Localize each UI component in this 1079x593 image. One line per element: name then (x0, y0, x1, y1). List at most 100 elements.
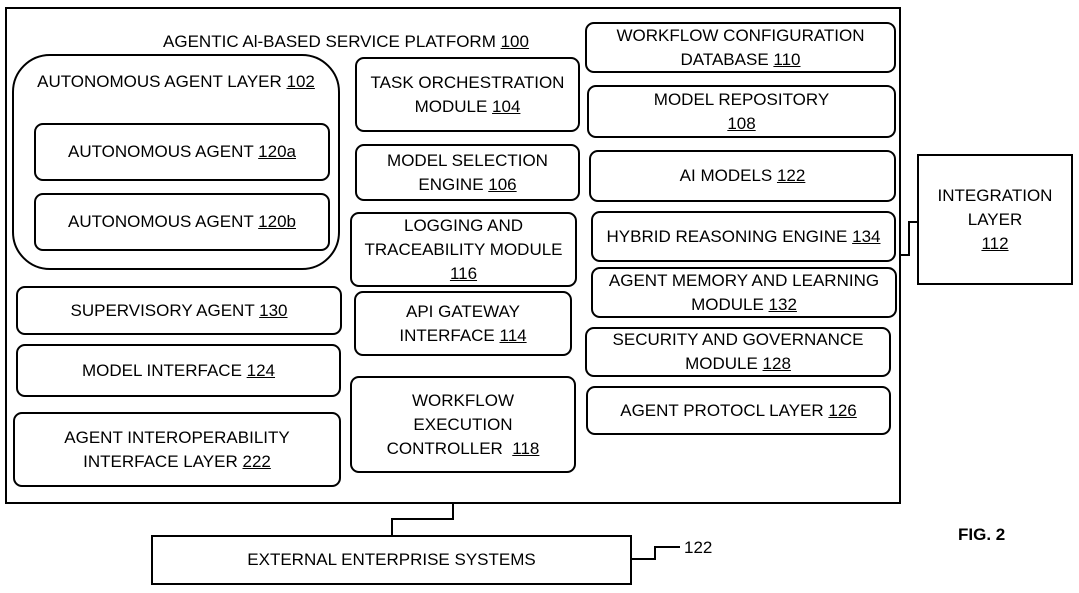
label-line: API GATEWAY (406, 300, 520, 324)
reference-numeral: 134 (852, 226, 881, 246)
label-line: 116 (450, 262, 477, 286)
label-text: EXTERNAL ENTERPRISE SYSTEMS (247, 550, 536, 569)
label-line: MODEL SELECTION (387, 149, 548, 173)
ai-models: AI MODELS 122 (589, 150, 896, 202)
label-text: API GATEWAY (406, 301, 520, 321)
reference-numeral: 126 (828, 400, 857, 420)
reference-numeral: 132 (768, 294, 797, 314)
label-line: ENGINE 106 (418, 173, 516, 197)
reference-numeral: 122 (776, 166, 806, 185)
reference-numeral: 112 (981, 233, 1009, 253)
label-text: AUTONOMOUS AGENT LAYER (37, 72, 287, 91)
model-repository: MODEL REPOSITORY 108 (587, 85, 896, 138)
label-text: INTERFACE LAYER (83, 451, 243, 471)
model-interface: MODEL INTERFACE 124 (16, 344, 341, 397)
label-line: MODEL REPOSITORY (654, 88, 829, 112)
label-text: ENGINE (418, 174, 489, 194)
logging-traceability-module: LOGGING AND TRACEABILITY MODULE 116 (350, 212, 577, 287)
label-line: AGENT PROTOCL LAYER 126 (620, 399, 857, 423)
label-line: 112 (981, 232, 1008, 256)
label-line: INTERFACE LAYER 222 (83, 450, 271, 474)
label-text: AGENTIC Al-BASED SERVICE PLATFORM (163, 32, 501, 51)
reference-numeral: 106 (488, 174, 517, 194)
reference-numeral: 114 (499, 325, 527, 345)
label-line: TASK ORCHESTRATION (371, 71, 565, 95)
integration-layer: INTEGRATION LAYER 112 (917, 154, 1073, 285)
security-governance-module: SECURITY AND GOVERNANCE MODULE 128 (585, 327, 891, 377)
platform-title: AGENTIC Al-BASED SERVICE PLATFORM 100 (107, 29, 585, 54)
external-systems-connector (391, 504, 454, 535)
label-text: INTEGRATION (937, 185, 1053, 205)
label-line: WORKFLOW CONFIGURATION (616, 24, 864, 48)
label-line: SECURITY AND GOVERNANCE (613, 328, 864, 352)
reference-numeral: 116 (449, 263, 478, 283)
integration-connector (901, 221, 917, 256)
label-text: SUPERVISORY AGENT (70, 300, 260, 320)
agent-protocol-layer: AGENT PROTOCL LAYER 126 (586, 386, 891, 435)
autonomous-agent-120a: AUTONOMOUS AGENT 120a (34, 123, 330, 181)
autonomous-agent-120b: AUTONOMOUS AGENT 120b (34, 193, 330, 251)
label-text: DATABASE (680, 49, 774, 69)
supervisory-agent: SUPERVISORY AGENT 130 (16, 286, 342, 335)
label-line: AGENT INTEROPERABILITY (64, 426, 289, 450)
reference-numeral: 118 (512, 438, 540, 458)
label-text: AGENT INTEROPERABILITY (64, 427, 290, 447)
hybrid-reasoning-engine: HYBRID REASONING ENGINE 134 (591, 211, 896, 262)
api-gateway-interface: API GATEWAY INTERFACE 114 (354, 291, 572, 356)
label-text: MODEL REPOSITORY (653, 89, 830, 109)
label-line: LAYER (968, 208, 1023, 232)
label-line: AI MODELS 122 (680, 164, 806, 188)
reference-numeral: 130 (259, 300, 288, 320)
reference-numeral: 102 (286, 72, 315, 91)
label-text: AUTONOMOUS AGENT (67, 142, 259, 161)
label-text: MODEL SELECTION (387, 150, 548, 170)
label-line: WORKFLOW (412, 389, 514, 413)
figure-label: FIG. 2 (958, 525, 1006, 544)
label-text: HYBRID REASONING ENGINE (606, 226, 853, 246)
label-line: AGENT MEMORY AND LEARNING (609, 269, 879, 293)
label-line: INTEGRATION (938, 184, 1053, 208)
label-line: MODEL INTERFACE 124 (82, 359, 275, 383)
reference-numeral: 120b (258, 212, 296, 231)
reference-numeral: 124 (246, 360, 276, 380)
label-text: SECURITY AND GOVERNANCE (612, 330, 864, 349)
reference-numeral: 100 (500, 32, 529, 51)
label-text: MODEL INTERFACE (81, 360, 247, 380)
label-line: AUTONOMOUS AGENT 120b (68, 210, 296, 234)
label-line: AUTONOMOUS AGENT 120a (68, 140, 296, 164)
label-text: LOGGING AND (403, 215, 524, 235)
label-line: MODULE 104 (415, 95, 521, 119)
label-line: TRACEABILITY MODULE (364, 238, 562, 262)
label-line: MODULE 128 (685, 352, 791, 376)
label-line: MODULE 132 (691, 293, 797, 317)
label-line: INTERFACE 114 (399, 324, 526, 348)
label-text: WORKFLOW (412, 390, 514, 410)
agent-interoperability-interface-layer: AGENT INTEROPERABILITY INTERFACE LAYER 2… (13, 412, 341, 487)
external-systems-reference-numeral: 122 (684, 538, 713, 557)
label-text: MODULE (691, 294, 769, 314)
label-line: SUPERVISORY AGENT 130 (70, 299, 287, 323)
label-text: EXECUTION (413, 414, 513, 434)
label-text: AI MODELS (679, 166, 777, 185)
label-line: AUTONOMOUS AGENT LAYER 102 (37, 70, 315, 94)
label-text: INTERFACE (399, 325, 500, 345)
label-line: 108 (727, 112, 755, 136)
reference-numeral: 110 (773, 49, 801, 69)
reference-leader-line (632, 546, 680, 560)
label-line: EXECUTION (413, 413, 512, 437)
label-text: MODULE (685, 354, 763, 373)
label-text: LAYER (967, 209, 1023, 229)
label-line: DATABASE 110 (680, 48, 800, 72)
label-line: HYBRID REASONING ENGINE 134 (607, 225, 881, 249)
reference-numeral: 104 (492, 96, 521, 116)
task-orchestration-module: TASK ORCHESTRATION MODULE 104 (355, 57, 580, 132)
agentic-service-platform: AGENTIC Al-BASED SERVICE PLATFORM 100 (5, 7, 901, 504)
reference-numeral: 128 (762, 354, 791, 373)
label-line: CONTROLLER 118 (387, 437, 540, 461)
label-text: AGENT PROTOCL LAYER (620, 400, 829, 420)
workflow-configuration-database: WORKFLOW CONFIGURATION DATABASE 110 (585, 22, 896, 73)
external-enterprise-systems: EXTERNAL ENTERPRISE SYSTEMS (151, 535, 632, 585)
label-text: WORKFLOW CONFIGURATION (616, 25, 865, 45)
reference-numeral: 120a (258, 142, 296, 161)
workflow-execution-controller: WORKFLOW EXECUTION CONTROLLER 118 (350, 376, 576, 473)
